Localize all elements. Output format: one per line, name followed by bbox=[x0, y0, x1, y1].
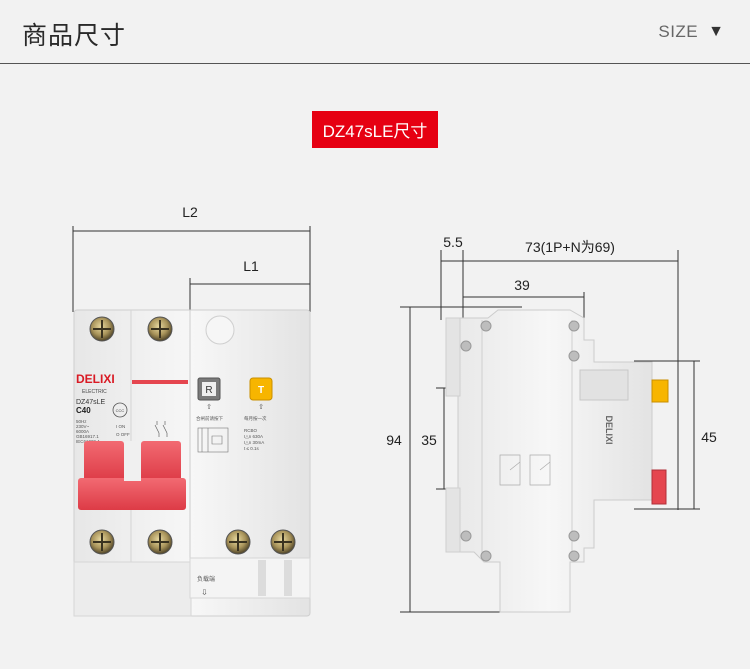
rivet-5 bbox=[460, 530, 472, 542]
bottom-screw-2 bbox=[147, 529, 173, 555]
side-handle[interactable] bbox=[651, 469, 667, 505]
brand-subtitle: ELECTRIC bbox=[82, 389, 107, 395]
rivet-4 bbox=[568, 350, 580, 362]
ccc-mark: CCC bbox=[112, 402, 128, 418]
front-view: L2 L1 bbox=[72, 204, 311, 617]
triangle-down-icon: ▼ bbox=[708, 23, 724, 40]
bottom-rail bbox=[73, 561, 192, 617]
dim-label-l2: L2 bbox=[182, 204, 198, 220]
test-button[interactable]: T bbox=[249, 377, 273, 401]
test-note: 每月按一次 bbox=[244, 415, 267, 422]
on-label: I ON bbox=[116, 424, 125, 429]
svg-text:230V~: 230V~ bbox=[76, 424, 90, 429]
rivet-7 bbox=[480, 550, 492, 562]
side-test-button[interactable] bbox=[651, 379, 669, 403]
pin-2 bbox=[284, 560, 292, 596]
dim-label-94: 94 bbox=[386, 432, 402, 448]
rivet-8 bbox=[568, 550, 580, 562]
top-screw-2 bbox=[147, 316, 173, 342]
dim-label-5-5: 5.5 bbox=[443, 234, 463, 250]
svg-text:I△n 630A: I△n 630A bbox=[244, 434, 263, 439]
dim-label-35: 35 bbox=[421, 432, 437, 448]
handle-bar bbox=[78, 478, 186, 510]
load-label: 负载端 bbox=[197, 575, 215, 583]
handle-gap bbox=[124, 441, 141, 481]
page-title: 商品尺寸 bbox=[22, 22, 127, 50]
size-label: SIZE bbox=[658, 22, 699, 41]
header-divider bbox=[0, 63, 750, 64]
svg-text:50Hz: 50Hz bbox=[76, 419, 87, 424]
svg-text:CCC: CCC bbox=[116, 408, 125, 413]
side-window bbox=[579, 369, 629, 401]
indicator-window bbox=[205, 315, 235, 345]
rivet-6 bbox=[568, 530, 580, 542]
reset-arrow-icon: ⇧ bbox=[206, 403, 212, 411]
section-header: 商品尺寸 SIZE ▼ bbox=[0, 0, 750, 63]
handle-upper-right bbox=[141, 441, 181, 481]
svg-text:I△n 30mA: I△n 30mA bbox=[244, 440, 264, 445]
bottom-screw-1 bbox=[89, 529, 115, 555]
rivet-2 bbox=[568, 320, 580, 332]
red-stripe bbox=[132, 380, 188, 384]
rating-label: C40 bbox=[76, 406, 91, 415]
reset-note: 合闸前请按下 bbox=[196, 415, 223, 422]
dim-label-39: 39 bbox=[514, 277, 530, 293]
bottom-screw-4 bbox=[270, 529, 296, 555]
load-arrow-icon: ⇩ bbox=[201, 588, 208, 597]
side-view: 5.5 73(1P+N为69) 39 94 35 45 bbox=[386, 234, 717, 613]
toggle-handle[interactable] bbox=[78, 441, 186, 510]
svg-text:6000A: 6000A bbox=[76, 429, 89, 434]
circuit-diagram bbox=[197, 427, 229, 453]
contact-symbol bbox=[154, 421, 168, 437]
reset-button[interactable]: R bbox=[197, 377, 221, 401]
side-body bbox=[445, 309, 653, 613]
dim-label-73: 73(1P+N为69) bbox=[525, 239, 615, 255]
svg-text:GB16917.1: GB16917.1 bbox=[76, 434, 99, 439]
handle-upper-left bbox=[84, 441, 124, 481]
svg-text:RCBO: RCBO bbox=[244, 428, 258, 433]
top-rail-clip bbox=[445, 317, 461, 397]
model-label: DZ47sLE bbox=[76, 399, 106, 406]
dim-label-l1: L1 bbox=[243, 258, 259, 274]
top-screw-1 bbox=[89, 316, 115, 342]
bottom-rail-clip bbox=[445, 487, 461, 553]
rcbo-spec: RCBO I△n 630A I△n 30mA t ≤ 0.1s bbox=[244, 428, 264, 451]
svg-text:t ≤ 0.1s: t ≤ 0.1s bbox=[244, 446, 259, 451]
pin-1 bbox=[258, 560, 266, 596]
test-arrow-icon: ⇧ bbox=[258, 403, 264, 411]
svg-text:R: R bbox=[205, 385, 212, 396]
rivet-3 bbox=[460, 340, 472, 352]
brand-logo: DELIXI bbox=[76, 372, 115, 386]
svg-text:T: T bbox=[258, 385, 264, 396]
side-circuit-diagram bbox=[499, 454, 551, 486]
off-label: O OFF bbox=[116, 432, 130, 437]
size-toggle[interactable]: SIZE ▼ bbox=[658, 22, 724, 42]
model-size-badge: DZ47sLE尺寸 bbox=[312, 111, 438, 148]
rivet-1 bbox=[480, 320, 492, 332]
bottom-screw-3 bbox=[225, 529, 251, 555]
side-brand-logo: DELIXI bbox=[604, 415, 614, 444]
dim-label-45: 45 bbox=[701, 429, 717, 445]
